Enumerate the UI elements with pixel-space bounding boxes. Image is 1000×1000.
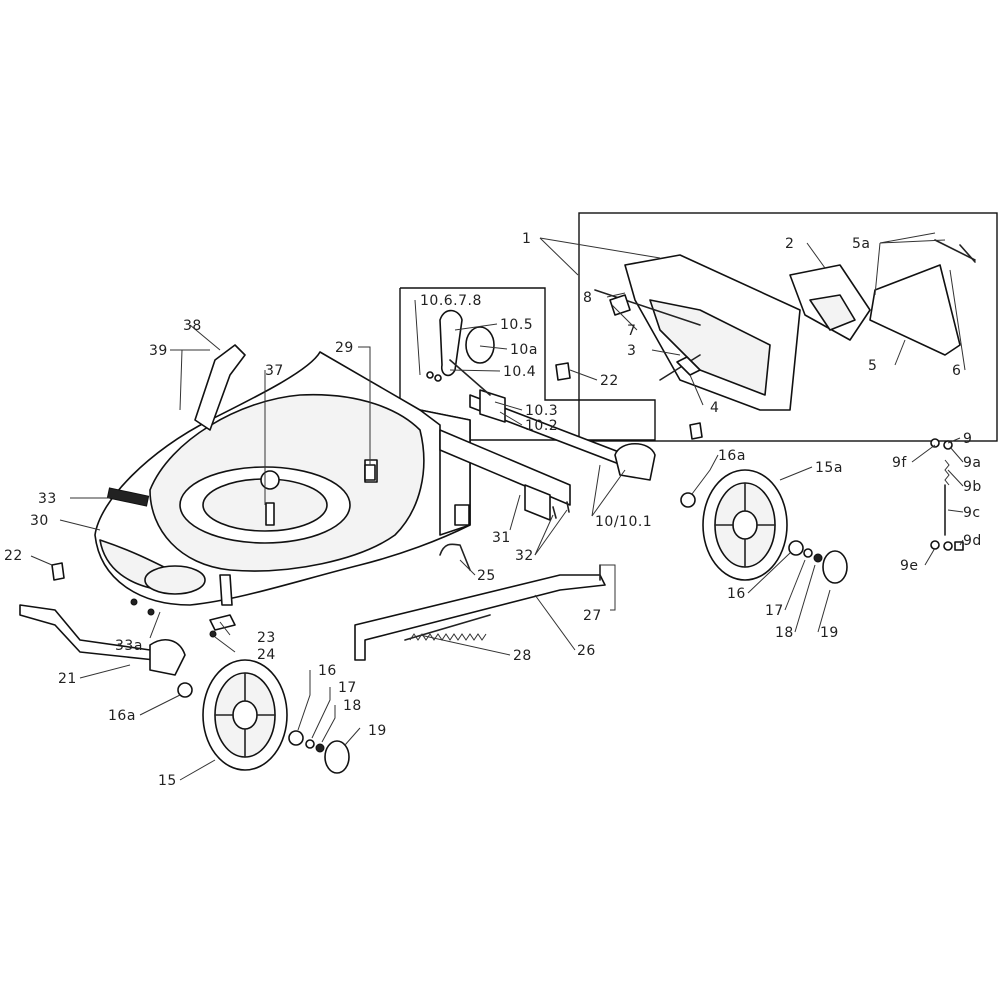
label-9c: 9c: [963, 505, 981, 521]
grass-bag-assembly-box: [578, 212, 998, 442]
clip-23: [209, 614, 236, 631]
label-25: 25: [477, 568, 496, 584]
label-9f: 9f: [892, 455, 907, 471]
label-6: 6: [952, 363, 961, 379]
label-38: 38: [183, 318, 202, 334]
label-32: 32: [515, 548, 534, 564]
label-19-left: 19: [368, 723, 387, 739]
pin-32a: [552, 506, 557, 519]
mower-deck: [94, 351, 471, 606]
label-2: 2: [785, 236, 794, 252]
rear-axle-bracket: [439, 429, 571, 521]
label-5a: 5a: [852, 236, 871, 252]
label-17-left: 17: [338, 680, 357, 696]
rear-bar: [354, 574, 606, 661]
label-27: 27: [583, 608, 602, 624]
label-16a-left: 16a: [108, 708, 136, 724]
grass-bag-frame: [594, 254, 801, 411]
leader-lines: [30, 232, 966, 781]
front-axle-lever: [19, 604, 186, 676]
label-3: 3: [627, 343, 636, 359]
label-16a-right: 16a: [718, 448, 746, 464]
label-8: 8: [583, 290, 592, 306]
washer-17-left: [305, 739, 315, 749]
label-10-10-1: 10/10.1: [595, 514, 652, 530]
label-23: 23: [257, 630, 276, 646]
rear-wheel: [702, 469, 788, 581]
bracket-38: [194, 344, 246, 431]
label-16-left: 16: [318, 663, 337, 679]
label-30: 30: [30, 513, 49, 529]
label-1: 1: [522, 231, 531, 247]
label-18-left: 18: [343, 698, 362, 714]
label-10a: 10a: [510, 342, 538, 358]
pin-32b: [566, 501, 570, 513]
valve-29: [364, 464, 376, 481]
label-15a: 15a: [815, 460, 843, 476]
clip-22-right: [555, 362, 571, 381]
label-22-right: 22: [600, 373, 619, 389]
label-7: 7: [627, 323, 636, 339]
cap-19-right: [822, 550, 848, 584]
label-9b: 9b: [963, 479, 982, 495]
label-10-3: 10.3: [525, 403, 558, 419]
height-adjust-shaft: [426, 309, 656, 481]
label-39: 39: [149, 343, 168, 359]
label-9a: 9a: [963, 455, 982, 471]
label-37: 37: [265, 363, 284, 379]
label-28: 28: [513, 648, 532, 664]
label-22-left: 22: [4, 548, 23, 564]
label-9d: 9d: [963, 533, 982, 549]
part-labels: 1 2 3 4 5 5a 6 7 8 9 9a 9b 9c 9d 9e 9f 1…: [4, 231, 982, 789]
label-10-2: 10.2: [525, 418, 558, 434]
label-18-right: 18: [775, 625, 794, 641]
front-wheel: [202, 659, 288, 771]
logo-plate: [106, 487, 150, 507]
bearing-16a-right: [680, 492, 696, 508]
nut-33a-a: [130, 598, 138, 606]
bearing-16-right: [788, 540, 804, 556]
nut-18-right: [813, 553, 823, 563]
cap-19-left: [324, 740, 350, 774]
label-15: 15: [158, 773, 177, 789]
label-9e: 9e: [900, 558, 919, 574]
label-9: 9: [963, 431, 972, 447]
label-10-5: 10.5: [500, 317, 533, 333]
bag-cover: [789, 264, 871, 341]
label-33: 33: [38, 491, 57, 507]
label-10-4: 10.4: [503, 364, 536, 380]
label-16-right: 16: [727, 586, 746, 602]
flap: [869, 239, 976, 356]
label-5: 5: [868, 358, 877, 374]
nut-18-left: [315, 743, 325, 753]
washer-17-right: [803, 548, 813, 558]
label-26: 26: [577, 643, 596, 659]
label-19-right: 19: [820, 625, 839, 641]
label-29: 29: [335, 340, 354, 356]
spring-assembly-9: [930, 438, 964, 551]
label-4: 4: [710, 400, 719, 416]
label-31: 31: [492, 530, 511, 546]
rod-25: [439, 543, 471, 571]
bearing-16-left: [288, 730, 304, 746]
clip-22-left: [51, 562, 65, 581]
label-24: 24: [257, 647, 276, 663]
label-33a: 33a: [115, 638, 143, 654]
bearing-16a-left: [177, 682, 193, 698]
nut-33a-b: [147, 608, 155, 616]
label-17-right: 17: [765, 603, 784, 619]
label-21: 21: [58, 671, 77, 687]
clip-22-rear: [689, 422, 703, 440]
label-10-6-7-8: 10.6.7.8: [420, 293, 482, 309]
screw-24: [209, 630, 217, 638]
